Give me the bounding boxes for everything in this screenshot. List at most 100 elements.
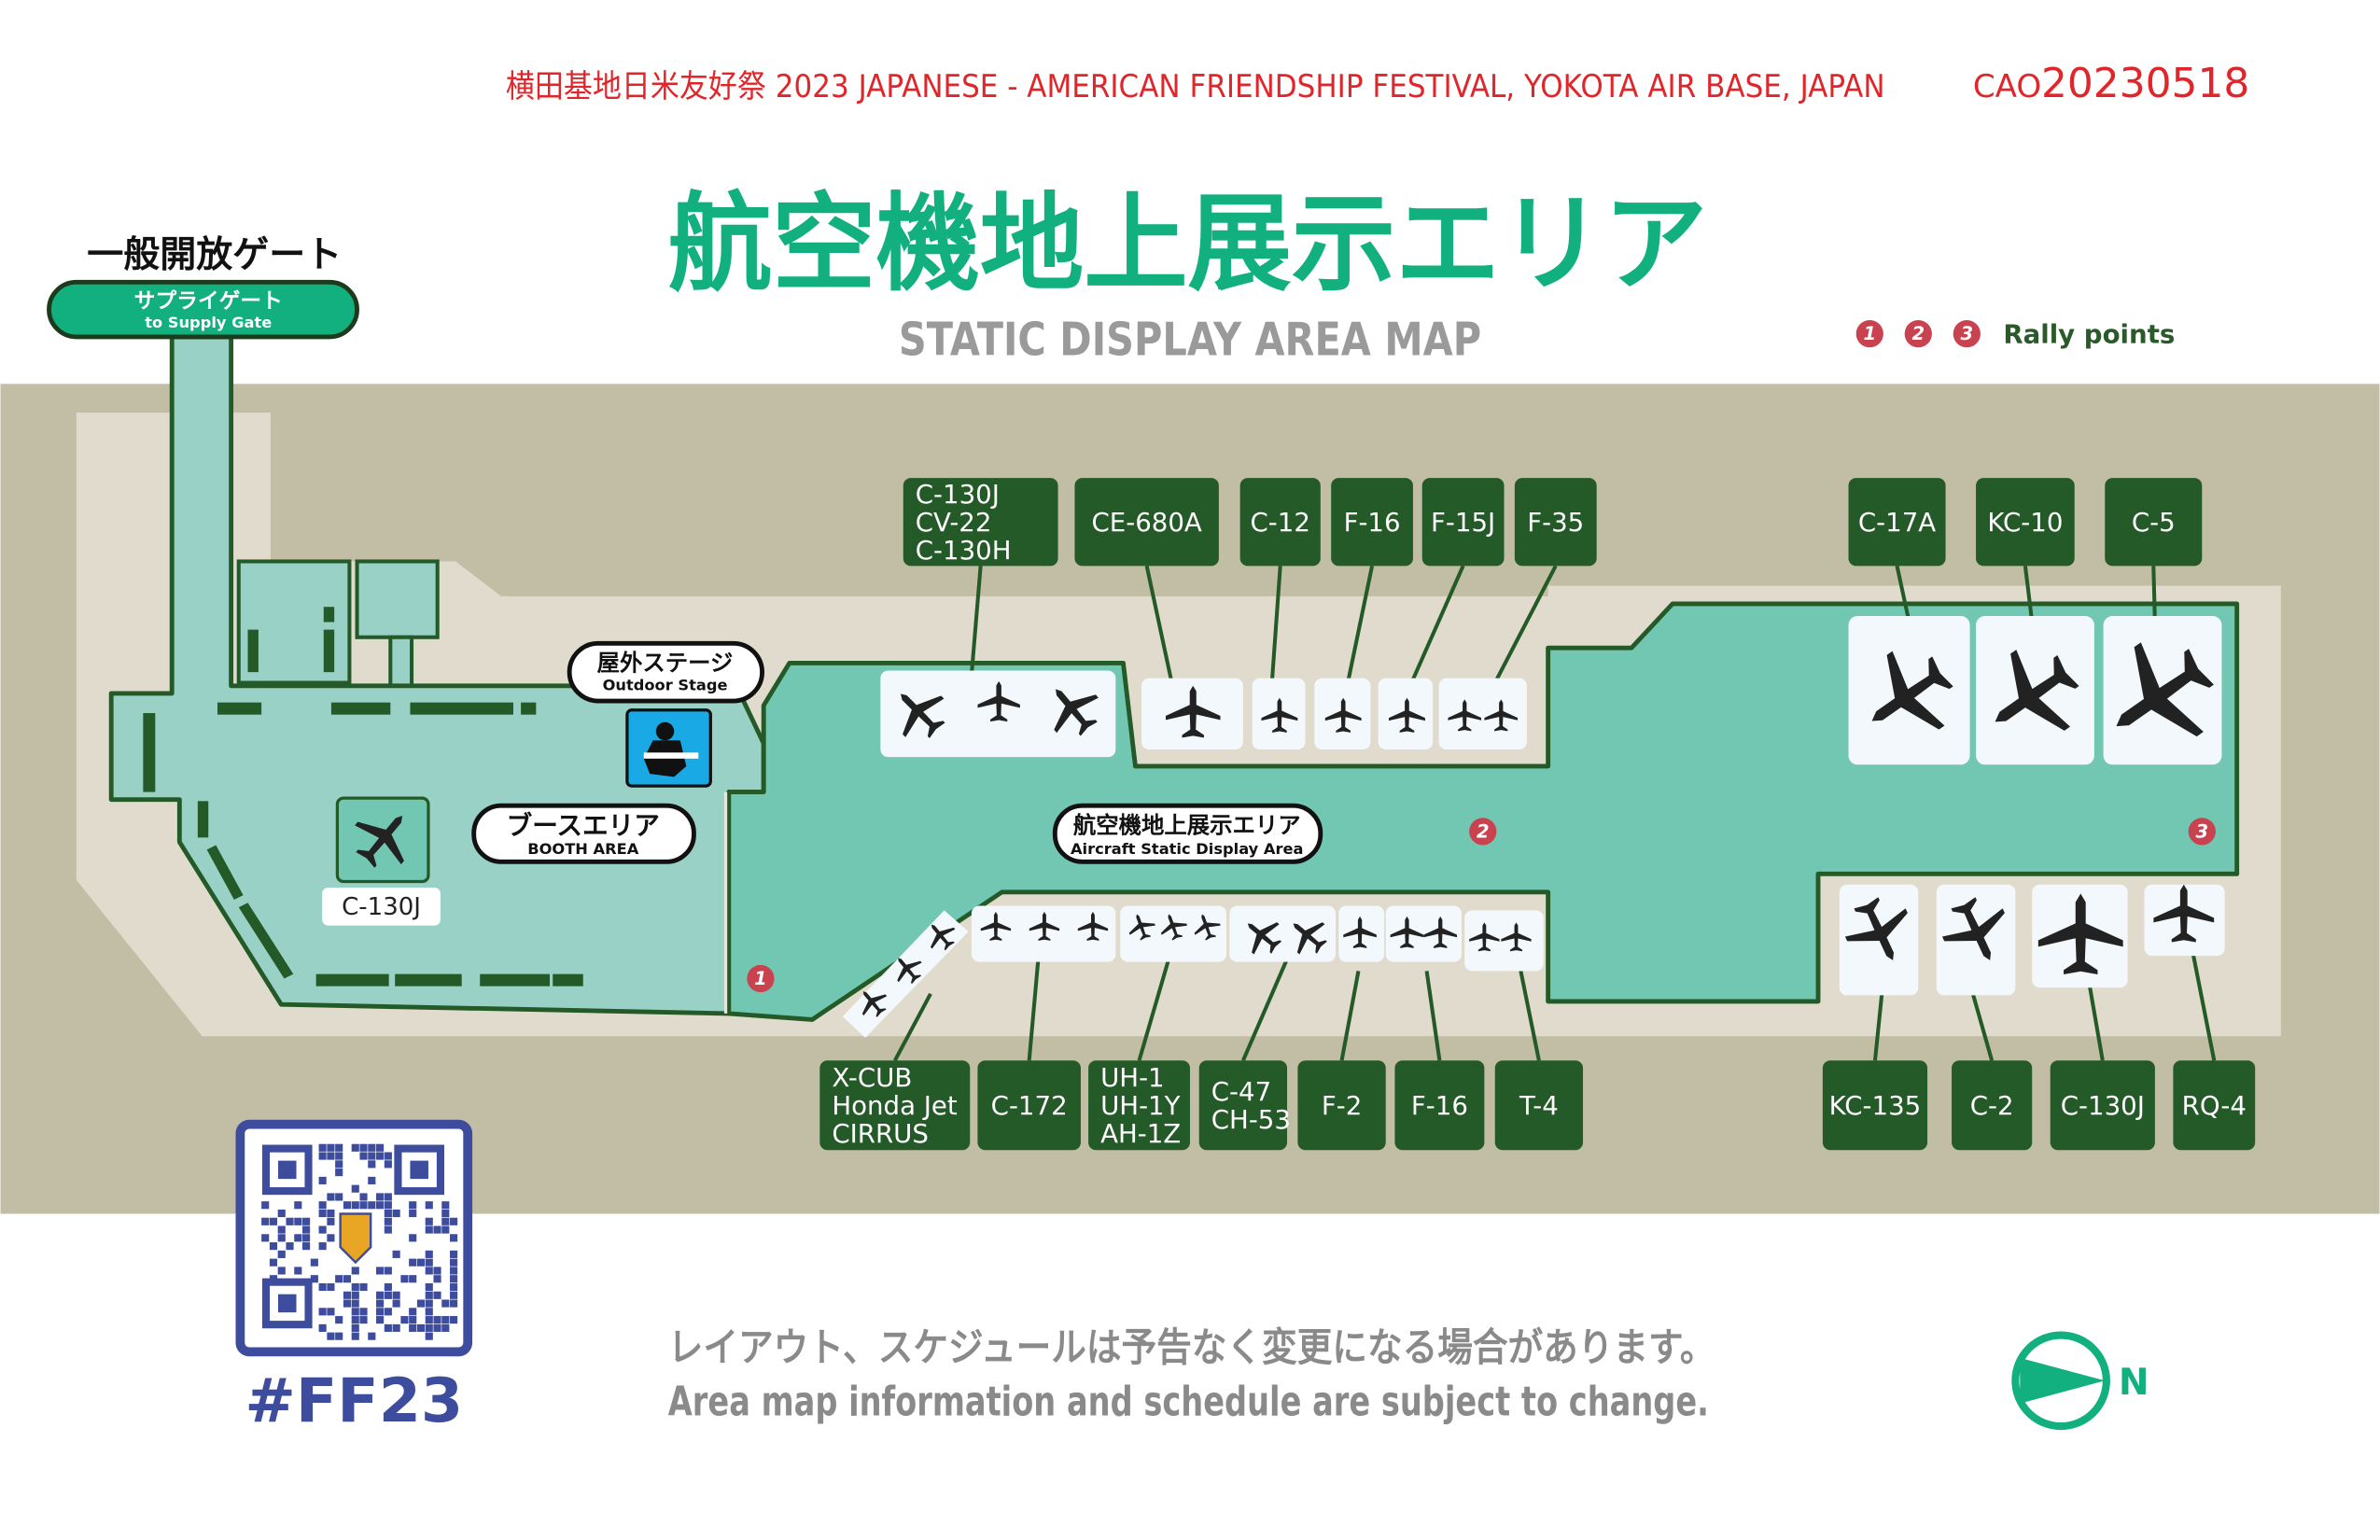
aircraft-label-line: KC-10: [1987, 507, 2063, 538]
aircraft-label-f-2[interactable]: F-2: [1297, 1060, 1386, 1151]
leader-line: [893, 992, 932, 1062]
aircraft-label-line: C-130J: [916, 479, 1000, 510]
aircraft-label-line: CV-22: [916, 507, 992, 538]
booth-aircraft-label-box: [322, 887, 441, 926]
page-title-ja: 航空機地上展示エリア: [668, 182, 1708, 306]
leader-line: [1895, 565, 1911, 623]
aircraft-label-c-130j[interactable]: C-130J: [2050, 1060, 2155, 1151]
leader-line: [1241, 958, 1289, 1062]
leader-line: [2191, 952, 2217, 1061]
cao-number: 20230518: [2041, 60, 2249, 107]
leader-line: [1492, 565, 1558, 684]
supply-gate-sign[interactable]: サプライゲート to Supply Gate: [47, 279, 359, 340]
leader-line: [1519, 970, 1541, 1061]
aircraft-label-t-4[interactable]: T-4: [1494, 1060, 1584, 1151]
aircraft-label-line: CIRRUS: [832, 1118, 929, 1149]
rally-point-1: 1: [747, 964, 775, 993]
barriers: [143, 607, 583, 987]
booth-area-en: BOOTH AREA: [527, 840, 639, 858]
aircraft-label-f-35[interactable]: F-35: [1514, 478, 1597, 567]
stage-icon: [625, 708, 712, 788]
qr-code[interactable]: [235, 1119, 473, 1357]
aircraft-label-line: T-4: [1519, 1090, 1559, 1121]
aircraft-label-c-17a[interactable]: C-17A: [1848, 478, 1946, 567]
aircraft-label-kc-10[interactable]: KC-10: [1976, 478, 2075, 567]
outdoor-stage-label[interactable]: 屋外ステージ Outdoor Stage: [567, 640, 765, 704]
aircraft-label-c-12[interactable]: C-12: [1239, 478, 1321, 567]
festival-title: 横田基地日米友好祭 2023 JAPANESE - AMERICAN FRIEN…: [506, 68, 1885, 105]
leader-line: [1027, 959, 1041, 1061]
notice-ja: レイアウト、スケジュールは予告なく変更になる場合があります。: [668, 1324, 1715, 1370]
aircraft-label-f-16[interactable]: F-16: [1331, 478, 1413, 567]
building: [355, 559, 440, 639]
aircraft-label-line: X-CUB: [832, 1062, 912, 1093]
leader-line: [1144, 565, 1174, 683]
booth-area-label[interactable]: ブースエリア BOOTH AREA: [471, 803, 696, 864]
aircraft-label-line: KC-135: [1829, 1090, 1922, 1121]
aircraft-label-line: RQ-4: [2182, 1090, 2247, 1121]
hashtag: #FF23: [245, 1366, 463, 1436]
gate-sign-ja: サプライゲート: [134, 289, 283, 314]
aircraft-label-c-172[interactable]: C-172: [977, 1060, 1081, 1151]
aircraft-label-line: C-130H: [916, 535, 1012, 566]
aircraft-label-line: F-2: [1322, 1090, 1362, 1121]
aircraft-label-line: F-15J: [1431, 507, 1495, 538]
aircraft-label-f-16[interactable]: F-16: [1394, 1060, 1485, 1151]
static-display-en: Aircraft Static Display Area: [1071, 840, 1304, 858]
leader-line: [1970, 993, 1995, 1061]
gate-sign-en: to Supply Gate: [145, 314, 272, 331]
aircraft-label-line: C-47: [1211, 1076, 1271, 1107]
north-arrow-icon: N: [2011, 1331, 2149, 1431]
leader-line: [1424, 971, 1442, 1061]
leader-line: [1339, 971, 1361, 1061]
leader-line: [2151, 566, 2157, 623]
booth-area-ja: ブースエリア: [507, 810, 660, 841]
building-connector: [388, 635, 414, 692]
static-display-ja: 航空機地上展示エリア: [1073, 811, 1301, 838]
leader-line: [2087, 986, 2105, 1061]
leader-line: [969, 566, 983, 676]
booth-aircraft-label: C-130J: [342, 893, 421, 921]
aircraft-label-line: CH-53: [1211, 1104, 1291, 1135]
leader-line: [1269, 566, 1282, 683]
rally-point-2: 2: [1469, 818, 1497, 846]
rally-marker-1: 1: [1863, 323, 1876, 344]
aircraft-label-line: C-172: [991, 1090, 1068, 1121]
leader-line: [1872, 993, 1884, 1061]
aircraft-label-c-5[interactable]: C-5: [2105, 478, 2203, 567]
svg-text:3: 3: [2195, 820, 2208, 842]
outdoor-stage-ja: 屋外ステージ: [597, 650, 734, 677]
aircraft-label-c-2[interactable]: C-2: [1952, 1060, 2033, 1151]
leader-line: [1137, 958, 1171, 1061]
aircraft-label-line: C-2: [1970, 1090, 2014, 1121]
cao-label: CAO: [1973, 68, 2041, 105]
aircraft-label-line: F-35: [1527, 507, 1584, 538]
leader-line: [1346, 565, 1375, 683]
aircraft-label-rq-4[interactable]: RQ-4: [2173, 1060, 2256, 1151]
aircraft-label-line: C-130J: [2061, 1090, 2145, 1121]
aircraft-label-line: CE-680A: [1091, 507, 1201, 538]
svg-text:1: 1: [754, 968, 767, 989]
rally-points-label: Rally points: [2003, 318, 2175, 349]
static-display-area-label[interactable]: 航空機地上展示エリア Aircraft Static Display Area: [1052, 803, 1323, 864]
aircraft-label-line: F-16: [1411, 1090, 1468, 1121]
north-label: N: [2119, 1362, 2149, 1404]
aircraft-label-kc-135[interactable]: KC-135: [1822, 1060, 1928, 1151]
aircraft-label-line: Honda Jet: [832, 1090, 958, 1121]
aircraft-label-line: UH-1: [1100, 1062, 1165, 1093]
aircraft-label-line: AH-1Z: [1100, 1118, 1181, 1149]
aircraft-label-ce-680a[interactable]: CE-680A: [1074, 478, 1219, 567]
rally-points-legend: 1 2 3 Rally points: [1855, 318, 2175, 349]
outdoor-stage-en: Outdoor Stage: [603, 677, 728, 694]
gate-title: 一般開放ゲート: [87, 234, 342, 276]
rally-point-3: 3: [2188, 818, 2216, 846]
aircraft-label-line: C-5: [2132, 507, 2176, 538]
aircraft-label-line: UH-1Y: [1100, 1090, 1181, 1121]
aircraft-label-f-15j[interactable]: F-15J: [1421, 478, 1505, 567]
